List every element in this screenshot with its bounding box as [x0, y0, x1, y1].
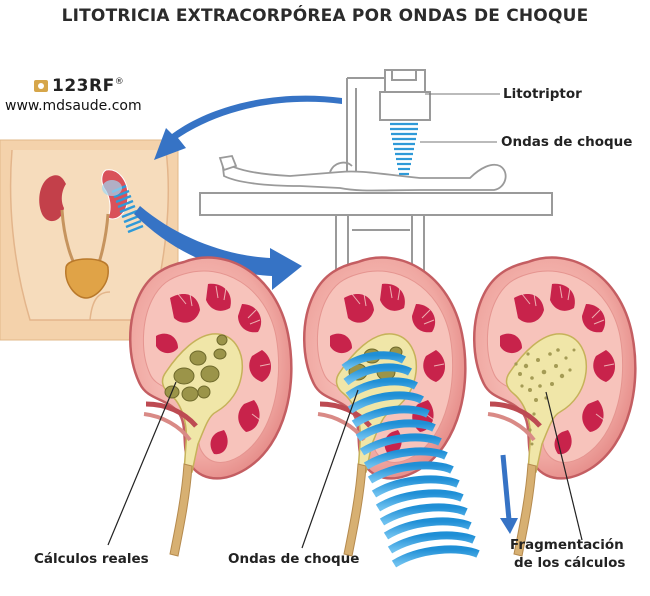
patient-outline: [220, 156, 506, 191]
website-url: www.mdsaude.com: [5, 98, 142, 114]
brand-logo-icon: [34, 80, 48, 92]
shock-wave-coil-top: [390, 124, 418, 174]
brand-name: 123RF: [52, 76, 115, 96]
label-fragmentation-line1: Fragmentación: [510, 537, 624, 553]
brand-watermark: 123RF®: [52, 76, 124, 96]
arrow-to-torso: [154, 96, 342, 160]
lithotripter-machine: [347, 70, 500, 180]
brand-trademark: ®: [115, 77, 124, 87]
label-shock-waves-bottom: Ondas de choque: [228, 551, 359, 567]
label-real-stones: Cálculos reales: [34, 551, 149, 567]
label-lithotripter: Litotriptor: [503, 86, 582, 102]
kidney-before: [130, 258, 291, 556]
fragment-flow-arrow: [503, 455, 509, 520]
label-shock-waves-top: Ondas de choque: [501, 134, 632, 150]
kidney-after: [474, 258, 635, 556]
label-fragmentation-line2: de los cálculos: [514, 555, 625, 571]
leader-real-stones: [108, 382, 176, 545]
